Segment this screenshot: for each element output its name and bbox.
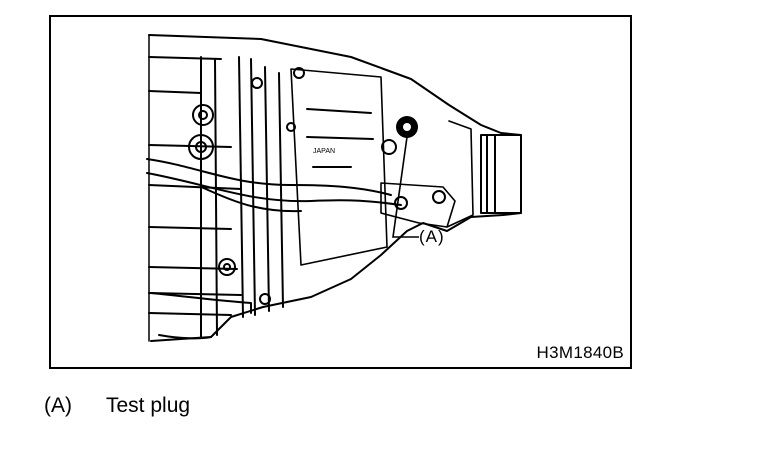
extension-housing bbox=[446, 120, 474, 228]
callout-label-a: (A) bbox=[419, 227, 445, 246]
bracket-hole bbox=[432, 190, 446, 204]
bolt bbox=[381, 139, 397, 155]
bolt bbox=[251, 77, 263, 89]
housing-panel bbox=[290, 68, 388, 266]
case-outline bbox=[148, 34, 522, 342]
legend-description: Test plug bbox=[106, 394, 191, 417]
bolt bbox=[293, 67, 305, 79]
case-rib bbox=[148, 56, 242, 316]
cable-harness bbox=[146, 158, 392, 196]
bolt bbox=[198, 110, 208, 120]
case-stamp-text: JAPAN bbox=[313, 148, 335, 155]
flange-plate bbox=[238, 56, 284, 318]
bolt bbox=[259, 293, 271, 305]
cable-harness bbox=[146, 172, 402, 206]
test-plug-center bbox=[403, 123, 411, 131]
output-shaft-ridge bbox=[486, 134, 496, 214]
transmission-drawing: JAPAN bbox=[146, 34, 522, 342]
flange-plate bbox=[200, 56, 218, 338]
mount-bracket bbox=[380, 182, 456, 228]
figure-frame: JAPAN (A) H3M1840B bbox=[49, 15, 632, 369]
callout-leader-line bbox=[392, 136, 419, 238]
legend-key: (A) bbox=[44, 394, 72, 417]
bolt bbox=[188, 134, 214, 160]
bolt bbox=[223, 263, 231, 271]
legend-item: (A) Test plug bbox=[44, 394, 190, 418]
bolt bbox=[218, 258, 236, 276]
housing-detail bbox=[306, 108, 374, 168]
bracket-hole bbox=[394, 196, 408, 210]
oil-pan-edge bbox=[150, 292, 252, 340]
output-shaft-body bbox=[480, 134, 522, 214]
bolt bbox=[192, 104, 214, 126]
bolt bbox=[195, 141, 207, 153]
bolt bbox=[286, 122, 296, 132]
cable-harness bbox=[200, 186, 302, 213]
figure-code: H3M1840B bbox=[536, 343, 624, 362]
